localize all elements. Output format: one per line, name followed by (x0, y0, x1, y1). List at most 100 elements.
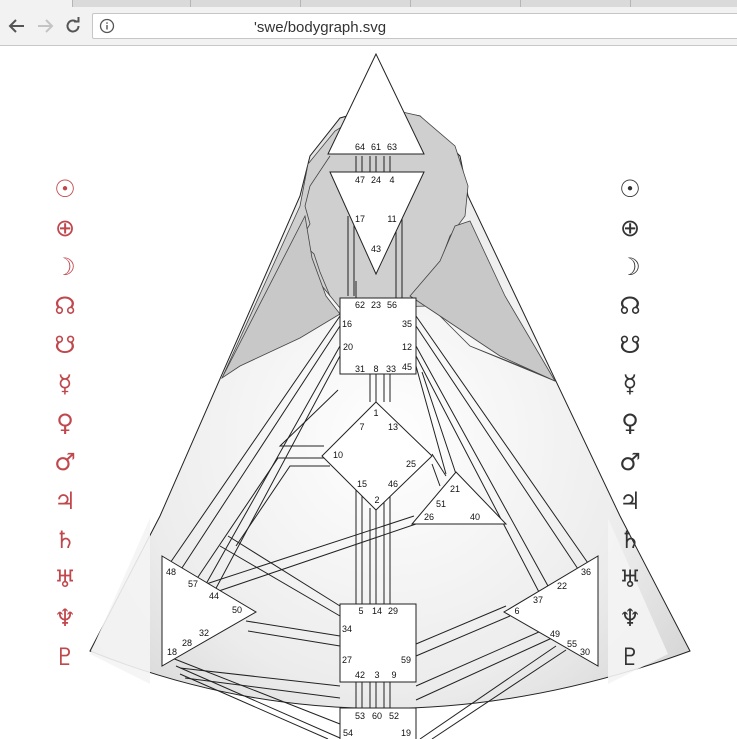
south-node-icon: ☋ (54, 331, 76, 359)
gate-label: 34 (342, 624, 352, 634)
arrow-right-icon (38, 19, 54, 33)
tab[interactable] (410, 0, 521, 7)
sun-icon: ☉ (619, 175, 641, 203)
gate-label: 45 (402, 362, 412, 372)
gate-label: 44 (209, 591, 219, 601)
tab-active[interactable] (0, 0, 73, 7)
url-text: 'swe/bodygraph.svg (254, 19, 387, 36)
channels (167, 156, 591, 739)
gate-label: 2 (374, 495, 379, 505)
reload-button[interactable] (63, 16, 83, 36)
uranus-icon: ♅ (54, 565, 76, 593)
sun-icon: ☉ (54, 175, 76, 203)
gate-label: 10 (333, 450, 343, 460)
gate-label: 24 (371, 175, 381, 185)
jupiter-icon: ♃ (54, 487, 76, 515)
gate-label: 48 (166, 567, 176, 577)
gate-label: 16 (342, 319, 352, 329)
gate-label: 8 (373, 364, 378, 374)
mercury-icon: ☿ (57, 370, 73, 398)
left-shoulder (220, 214, 341, 380)
north-node-icon: ☊ (54, 292, 76, 320)
gate-label: 55 (567, 639, 577, 649)
gate-label: 30 (580, 647, 590, 657)
reload-icon (66, 17, 80, 33)
gate-label: 61 (371, 142, 381, 152)
throat-center (339, 297, 417, 375)
info-icon[interactable] (99, 18, 115, 34)
sacral-center (339, 603, 417, 683)
gate-label: 6 (514, 606, 519, 616)
tab[interactable] (520, 0, 631, 7)
tab[interactable] (630, 0, 737, 7)
gate-label: 13 (388, 422, 398, 432)
gate-label: 43 (371, 244, 381, 254)
gate-label: 36 (581, 567, 591, 577)
moon-icon: ☽ (619, 253, 641, 281)
gate-label: 15 (357, 479, 367, 489)
address-bar[interactable]: 'swe/bodygraph.svg (92, 13, 737, 39)
gate-label: 19 (401, 728, 411, 738)
forward-button[interactable] (35, 16, 55, 36)
tab[interactable] (300, 0, 411, 7)
solar-plexus-center (503, 555, 599, 667)
left-panel (90, 518, 150, 684)
uranus-icon: ♅ (619, 565, 641, 593)
gate-label: 37 (533, 595, 543, 605)
bodygraph: 64 61 63 47 24 4 17 11 43 62 23 56 16 35… (89, 52, 691, 739)
gate-label: 59 (401, 655, 411, 665)
right-shoulder (409, 220, 556, 382)
right-panel (608, 518, 668, 684)
neptune-icon: ♆ (54, 604, 76, 632)
tab[interactable] (72, 0, 191, 7)
pluto-icon: ♇ (619, 643, 641, 671)
tab[interactable] (190, 0, 301, 7)
gate-label: 28 (182, 638, 192, 648)
g-center (321, 401, 433, 511)
gate-label: 40 (470, 512, 480, 522)
gate-label: 14 (372, 606, 382, 616)
gate-label: 33 (386, 364, 396, 374)
gate-label: 23 (371, 300, 381, 310)
spleen-center (161, 555, 257, 667)
gate-label: 21 (450, 484, 460, 494)
gate-label: 25 (406, 459, 416, 469)
back-button[interactable] (7, 16, 27, 36)
mercury-icon: ☿ (622, 370, 638, 398)
gate-label: 51 (436, 499, 446, 509)
gate-label: 52 (389, 711, 399, 721)
saturn-icon: ♄ (54, 526, 76, 554)
browser-toolbar: 'swe/bodygraph.svg (0, 7, 737, 46)
saturn-icon: ♄ (619, 526, 641, 554)
root-center (339, 707, 417, 739)
gate-label: 26 (424, 512, 434, 522)
gate-label: 27 (342, 655, 352, 665)
gate-label: 62 (355, 300, 365, 310)
gate-label: 18 (167, 647, 177, 657)
gate-label: 64 (355, 142, 365, 152)
gate-label: 32 (199, 628, 209, 638)
gate-label: 47 (355, 175, 365, 185)
gate-label: 11 (387, 214, 396, 224)
pluto-icon: ♇ (54, 643, 76, 671)
gate-label: 9 (391, 670, 396, 680)
gate-label: 7 (359, 422, 364, 432)
gate-label: 57 (188, 579, 198, 589)
gate-label: 49 (550, 629, 560, 639)
mars-icon: ♂ (54, 448, 76, 476)
moon-icon: ☽ (54, 253, 76, 281)
gate-label: 56 (387, 300, 397, 310)
north-node-icon: ☊ (619, 292, 641, 320)
gate-label: 46 (388, 479, 398, 489)
gate-label: 22 (557, 581, 567, 591)
gate-label: 31 (355, 364, 365, 374)
gate-label: 5 (358, 606, 363, 616)
gate-label: 50 (232, 605, 242, 615)
gate-label: 12 (402, 342, 412, 352)
earth-icon: ⊕ (619, 214, 641, 242)
gate-label: 35 (402, 319, 412, 329)
gate-label: 29 (388, 606, 398, 616)
gate-label: 4 (389, 175, 394, 185)
mars-icon: ♂ (619, 448, 641, 476)
head-center (327, 52, 425, 155)
